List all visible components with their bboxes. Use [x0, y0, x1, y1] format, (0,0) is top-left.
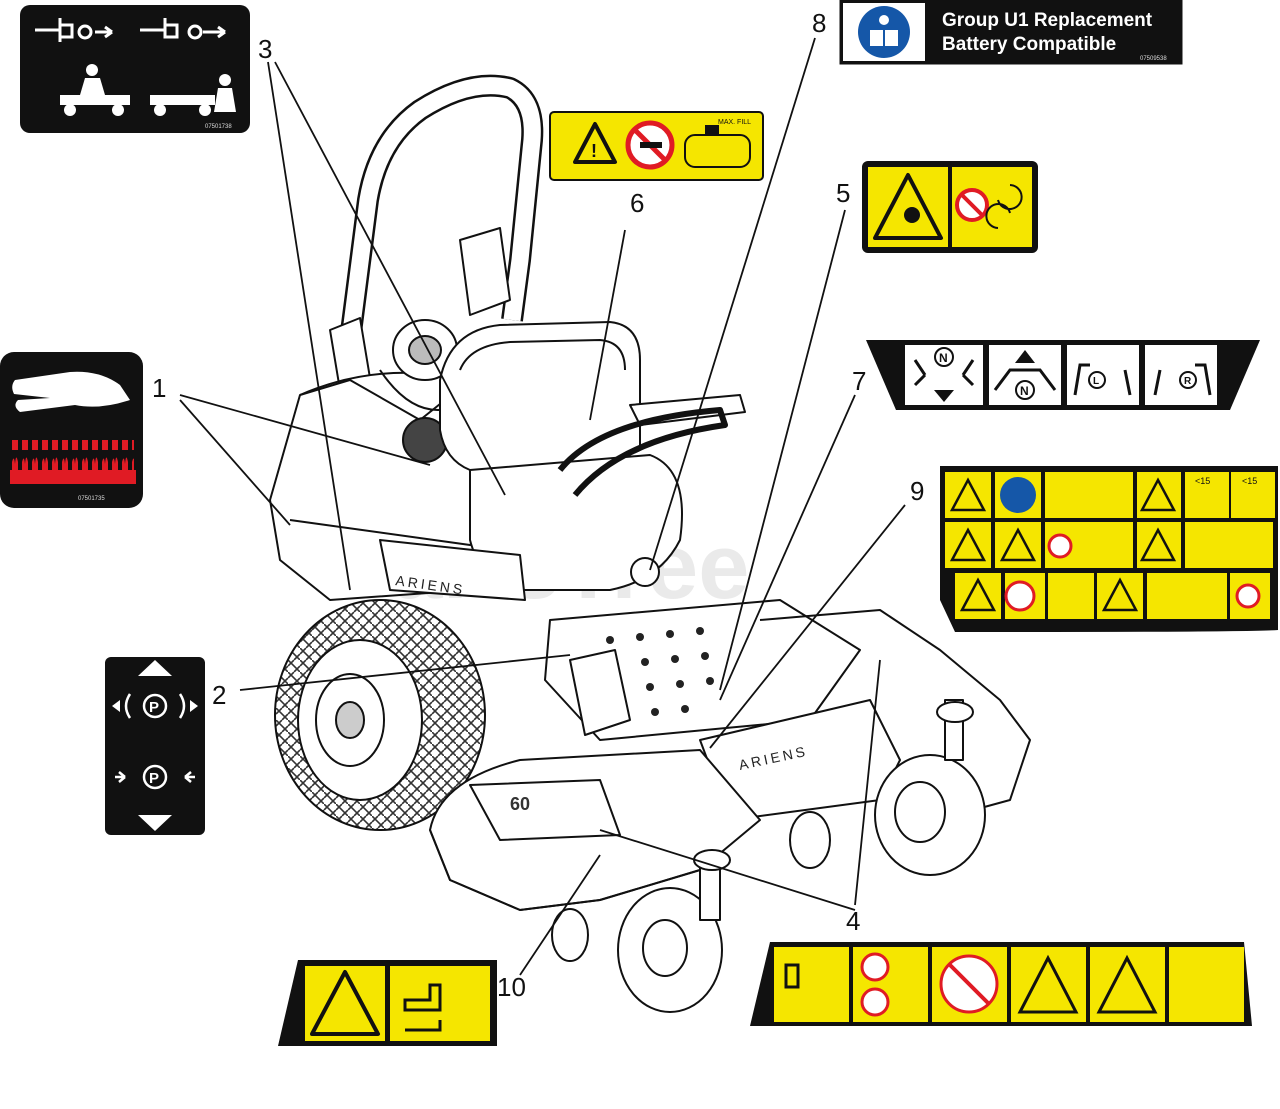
- zero-turn-mower-illustration: ARIENS ARIENS 60: [269, 74, 1031, 1013]
- callout-4: 4: [846, 906, 860, 936]
- callout-10: 10: [497, 972, 526, 1002]
- deck-size: 60: [510, 794, 530, 814]
- callout-5: 5: [836, 178, 850, 208]
- callout-9: 9: [910, 476, 924, 506]
- decal-3-drive-release: 07501738: [20, 5, 250, 133]
- svg-text:!: !: [591, 141, 597, 161]
- fuel-max-fill: MAX. FILL: [718, 119, 751, 126]
- front-caster-right: [874, 699, 986, 876]
- decal-10-deck-hazard: [278, 960, 497, 1046]
- right-letter: R: [1184, 376, 1192, 387]
- decal-8-battery-compatible: Group U1 Replacement Battery Compatible …: [839, 0, 1183, 65]
- callout-1: 1: [152, 373, 166, 403]
- callout-8: 8: [812, 8, 826, 38]
- decal-1-hot-surface: 07501735: [0, 352, 143, 508]
- left-letter: L: [1093, 376, 1099, 387]
- park-letter-2: P: [149, 770, 159, 787]
- decal-1-part-number: 07501735: [78, 496, 105, 502]
- park-letter-1: P: [149, 699, 159, 716]
- decal-9-safety-grid: <15 <15: [940, 466, 1278, 632]
- slope-2: <15: [1242, 476, 1257, 486]
- decal-4-deck-safety: [750, 942, 1252, 1026]
- callout-6: 6: [630, 188, 644, 218]
- decal-3-part-number: 07501738: [205, 124, 232, 130]
- deck-roller-center: [789, 811, 831, 869]
- callout-3: 3: [258, 34, 272, 64]
- callout-2: 2: [212, 680, 226, 710]
- leader-lines: [179, 37, 906, 976]
- neutral-letter-1: N: [939, 351, 948, 365]
- slope-1: <15: [1195, 476, 1210, 486]
- battery-part-number: 07509538: [1140, 56, 1167, 62]
- decal-6-fuel-warning: ! MAX. FILL: [549, 111, 764, 181]
- decal-5-entanglement: [862, 161, 1038, 253]
- decal-7-motion-control: N N L R: [866, 340, 1260, 410]
- seat-back: [439, 321, 641, 471]
- rops-rollbar: [329, 74, 544, 403]
- deck-roller-left: [551, 908, 589, 962]
- decal-2-parking-brake: P P: [105, 657, 205, 835]
- neutral-letter-2: N: [1020, 384, 1029, 398]
- callout-7: 7: [852, 366, 866, 396]
- callout-numbers: 1 2 3 4 5 6 7 8 9 10: [152, 8, 924, 1002]
- battery-line-2: Battery Compatible: [942, 34, 1116, 55]
- battery-line-1: Group U1 Replacement: [942, 10, 1153, 31]
